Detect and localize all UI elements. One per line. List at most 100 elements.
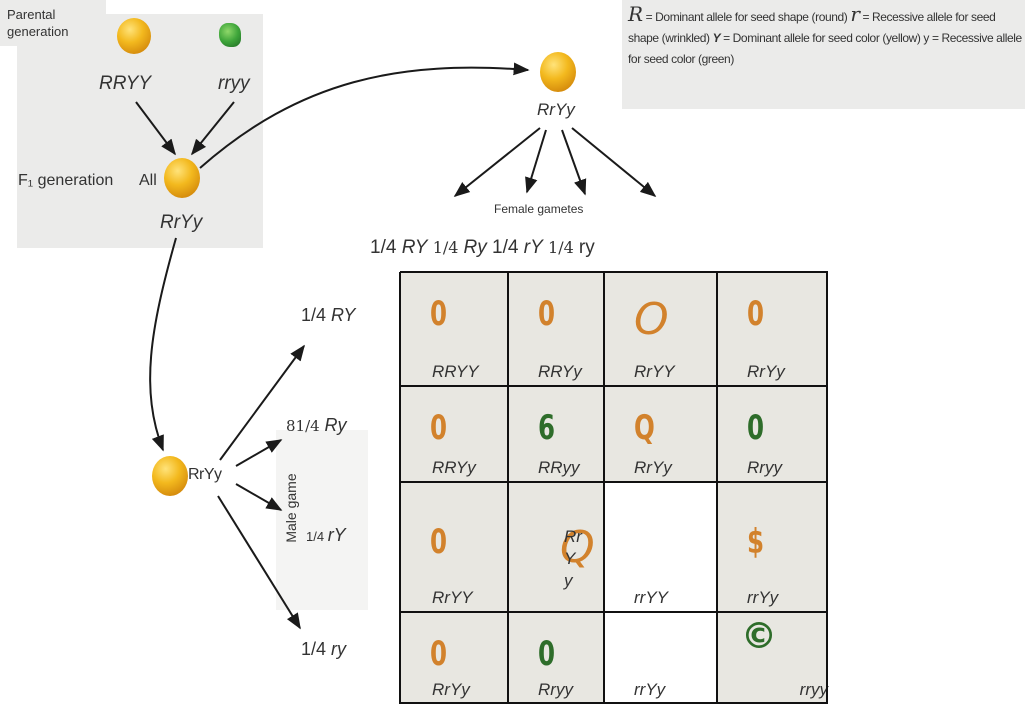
- cross-panel: [17, 14, 263, 248]
- punnett-cell: O RrYY: [604, 272, 717, 386]
- arrow-female-gamete-4: [571, 127, 657, 198]
- male-gamete-frac: 1/4: [301, 305, 332, 325]
- f1-seed-icon: [164, 158, 200, 198]
- grid-line: [716, 272, 718, 704]
- offspring-seed-symbol: 6: [538, 408, 556, 448]
- offspring-genotype: Rryy: [538, 680, 573, 699]
- parent1-genotype: RRYY: [99, 73, 152, 94]
- female-seed-icon: [540, 52, 576, 92]
- offspring-genotype: rrYy: [634, 680, 666, 699]
- female-genotype: RrYy: [537, 100, 575, 119]
- male-gamete-allele: Ry: [324, 415, 347, 435]
- parental-generation-label: Parental generation: [7, 7, 69, 39]
- legend-text-1: = Dominant allele for seed shape (round): [642, 10, 851, 24]
- grid-line: [400, 611, 828, 613]
- female-gametes-label: Female gametes: [494, 202, 584, 216]
- offspring-seed-symbol: 0: [538, 294, 556, 334]
- punnett-cell: rrYY: [604, 482, 717, 612]
- grid-line: [826, 272, 828, 704]
- offspring-genotype: RRYy: [432, 458, 476, 477]
- arrow-parent2-f1: [190, 101, 235, 156]
- female-gamete-allele: Ry: [463, 237, 487, 258]
- grid-line: [399, 272, 401, 704]
- offspring-genotype: rryy: [799, 680, 828, 699]
- female-gamete-frac: 1/4: [548, 238, 579, 257]
- punnett-cell: © rryy: [717, 612, 828, 704]
- arrow-male-gamete-4: [217, 495, 301, 630]
- offspring-seed-symbol: 0: [430, 294, 448, 334]
- legend-text-2: = Recessive allele for seed shape (wrink…: [628, 10, 996, 45]
- grid-line: [400, 481, 828, 483]
- male-row-label: 1/4 rY: [306, 525, 346, 546]
- legend-r-symbol: r: [850, 2, 860, 26]
- female-gamete-frac: 1/4: [370, 237, 402, 258]
- offspring-seed-symbol: 0: [538, 634, 556, 674]
- arrow-f1-male: [149, 237, 177, 452]
- female-gamete-frac: 1/4: [432, 238, 464, 257]
- male-gamete-frac: 81/4: [286, 417, 325, 435]
- male-row-label: 81/4 Ry: [286, 415, 346, 436]
- male-row-label: 1/4 ry: [301, 639, 346, 660]
- arrow-male-gamete-2: [235, 439, 283, 467]
- offspring-genotype: RRyy: [538, 458, 580, 477]
- offspring-seed-symbol: Q: [560, 522, 595, 573]
- arrow-male-gamete-1: [219, 344, 305, 461]
- arrow-f1-female: [199, 62, 530, 169]
- grid-line: [507, 272, 509, 704]
- male-row-label: 1/4 RY: [301, 305, 355, 326]
- arrow-female-gamete-1: [453, 127, 541, 197]
- offspring-genotype: RrYY: [432, 588, 473, 607]
- male-gametes-label-box: [276, 430, 368, 610]
- punnett-cell: $ rrYy: [717, 482, 828, 612]
- female-gamete-header: 1/4 RY 1/4 Ry 1/4 rY 1/4 ry: [370, 237, 595, 259]
- offspring-genotype: Rryy: [747, 458, 782, 477]
- legend-text-3: = Dominant allele for seed color (yellow…: [628, 31, 1022, 66]
- legend-R-symbol: R: [628, 2, 643, 26]
- male-seed-icon: [152, 456, 188, 496]
- parent1-seed-icon: [117, 18, 151, 54]
- male-gamete-allele: ry: [331, 639, 347, 659]
- offspring-genotype: RrYY: [634, 362, 675, 381]
- parent2-seed-icon: [219, 23, 241, 47]
- offspring-genotype: rrYy: [747, 588, 779, 607]
- male-gamete-allele: RY: [331, 305, 356, 325]
- male-gamete-frac: 1/4: [301, 639, 332, 659]
- arrow-female-gamete-3: [561, 129, 587, 196]
- offspring-seed-symbol: 0: [747, 408, 765, 448]
- offspring-genotype: RrYy: [747, 362, 785, 381]
- offspring-seed-symbol: Q: [634, 408, 655, 448]
- offspring-genotype: rrYY: [634, 588, 668, 607]
- male-gamete-frac: 1/4: [306, 529, 328, 544]
- grid-line: [603, 272, 605, 704]
- arrow-parent1-f1: [135, 101, 176, 156]
- offspring-seed-symbol: ©: [741, 616, 777, 657]
- female-gamete-allele: rY: [523, 237, 543, 258]
- offspring-genotype: RrYy: [634, 458, 672, 477]
- parent2-genotype: rryy: [218, 73, 250, 94]
- grid-line: [400, 271, 828, 273]
- female-gamete-frac: 1/4: [492, 237, 524, 258]
- offspring-seed-symbol: 0: [430, 408, 448, 448]
- grid-line: [400, 702, 828, 704]
- f1-all-label: All: [139, 172, 157, 189]
- offspring-seed-symbol: $: [747, 522, 765, 562]
- offspring-genotype: RRYY: [432, 362, 479, 381]
- offspring-seed-symbol: 0: [430, 522, 448, 562]
- parental-label-box: [0, 0, 106, 46]
- offspring-seed-symbol: O: [634, 294, 669, 345]
- legend-Y-symbol: Y: [712, 31, 721, 45]
- offspring-seed-symbol: 0: [430, 634, 448, 674]
- f1-genotype: RrYy: [160, 212, 203, 233]
- female-gamete-allele: RY: [401, 237, 428, 258]
